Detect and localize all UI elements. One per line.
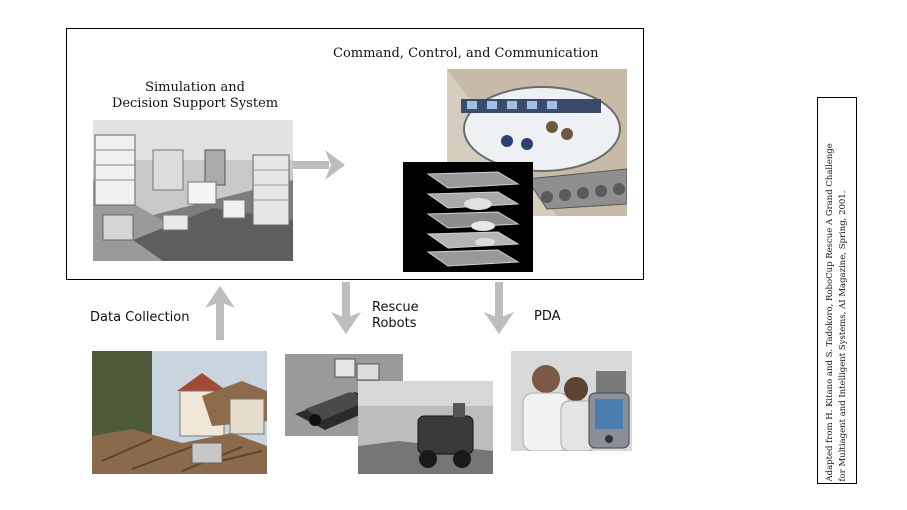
pda-label: PDA bbox=[534, 309, 561, 324]
pda-photo bbox=[511, 351, 632, 451]
disaster-site-photo bbox=[92, 351, 267, 474]
arrow-down-pda bbox=[482, 282, 516, 336]
c3-label: Command, Control, and Communication bbox=[333, 46, 599, 61]
citation-text: Adapted from H. Kitano and S. Tadokoro, … bbox=[825, 142, 848, 481]
system-frame bbox=[66, 28, 644, 280]
layered-map-image bbox=[403, 162, 533, 272]
arrow-right bbox=[293, 148, 347, 182]
data-collection-label: Data Collection bbox=[90, 310, 190, 325]
simulation-label: Simulation and Decision Support System bbox=[111, 80, 279, 111]
city-simulation-image bbox=[93, 120, 293, 261]
command-center-image bbox=[447, 69, 627, 216]
robot-photo-2 bbox=[358, 381, 493, 474]
rescue-robots-label: Rescue Robots bbox=[372, 300, 419, 331]
arrow-up bbox=[203, 284, 237, 340]
robot-photo-1 bbox=[285, 354, 403, 436]
arrow-down-robots bbox=[329, 282, 363, 336]
citation-box: Adapted from H. Kitano and S. Tadokoro, … bbox=[817, 97, 857, 484]
